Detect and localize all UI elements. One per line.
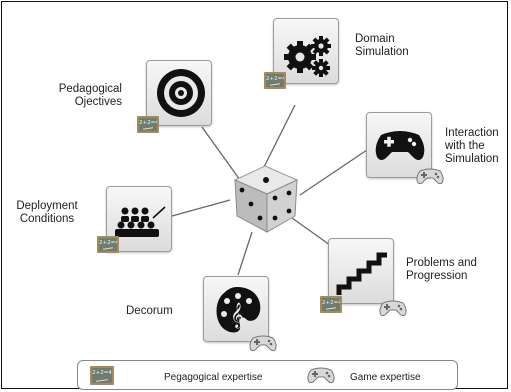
gears-icon	[284, 36, 331, 77]
domain-simulation-line-1: Domain	[355, 33, 395, 45]
decorum-tile: 𝄞	[203, 276, 269, 342]
interaction-tile	[366, 112, 432, 178]
chalkboard-badge-icon: 2+2=4	[137, 116, 159, 133]
svg-text:𝄞: 𝄞	[230, 302, 243, 328]
chalkboard-legend-icon: 2+2=4	[90, 366, 114, 385]
chalkboard-badge-icon: 2+2=4	[97, 236, 119, 253]
legend-game-label: Game expertise	[350, 372, 421, 383]
connector-interaction	[299, 149, 368, 196]
pedagogical-objectives-line-1: Pedagogical	[58, 83, 122, 95]
problems-progression-tile	[328, 238, 394, 304]
problems-progression-label: Problems and Progression	[406, 257, 477, 283]
chalkboard-badge-icon: 2+2=4	[320, 296, 342, 313]
decorum-label: Decorum	[126, 305, 173, 318]
palette-icon: 𝄞	[216, 287, 261, 333]
gamepad-badge-icon	[416, 168, 444, 185]
chalkboard-text: 2+2=4	[266, 76, 286, 82]
deployment-conditions-line-2: Conditions	[19, 213, 75, 225]
legend: 2+2=4 Pegagogical expertise Game experti…	[77, 360, 458, 390]
deployment-conditions-label: Deployment Conditions	[6, 200, 88, 226]
deployment-conditions-line-1: Deployment	[16, 200, 78, 212]
chalkboard-text: 2+2=4	[99, 240, 119, 246]
problems-progression-line-2: Progression	[406, 270, 468, 282]
interaction-line-1: Interaction	[445, 127, 499, 139]
domain-simulation-label: Domain Simulation	[355, 33, 409, 59]
pedagogical-objectives-tile	[146, 60, 212, 126]
pedagogical-objectives-label: Pedagogical Ojectives	[30, 83, 122, 109]
interaction-line-2: with the	[445, 140, 485, 152]
dice-icon	[233, 165, 299, 233]
interaction-label: Interaction with the Simulation	[445, 127, 499, 166]
chalkboard-text: 2+2=4	[322, 300, 342, 306]
gamepad-badge-icon	[249, 335, 277, 352]
gamepad-icon	[375, 131, 425, 160]
domain-simulation-line-2: Simulation	[355, 46, 409, 58]
staircase-icon	[336, 252, 387, 295]
connector-pedagogical	[201, 126, 241, 181]
chalkboard-text: 2+2=4	[139, 120, 159, 126]
target-icon	[157, 69, 205, 117]
pedagogical-objectives-line-2: Ojectives	[74, 96, 122, 108]
interaction-line-3: Simulation	[445, 153, 499, 165]
connector-problems	[291, 217, 331, 246]
connector-deployment	[171, 199, 231, 217]
decorum-line-1: Decorum	[126, 305, 173, 317]
chalkboard-text: 2+2=4	[92, 370, 112, 376]
connector-decorum	[237, 231, 253, 276]
legend-pedagogical-label: Pegagogical expertise	[164, 372, 263, 383]
gamepad-badge-icon	[379, 300, 407, 317]
problems-progression-line-1: Problems and	[406, 257, 477, 269]
gamepad-legend-icon	[307, 367, 335, 384]
classroom-icon	[115, 206, 166, 237]
chalkboard-badge-icon: 2+2=4	[264, 72, 286, 89]
